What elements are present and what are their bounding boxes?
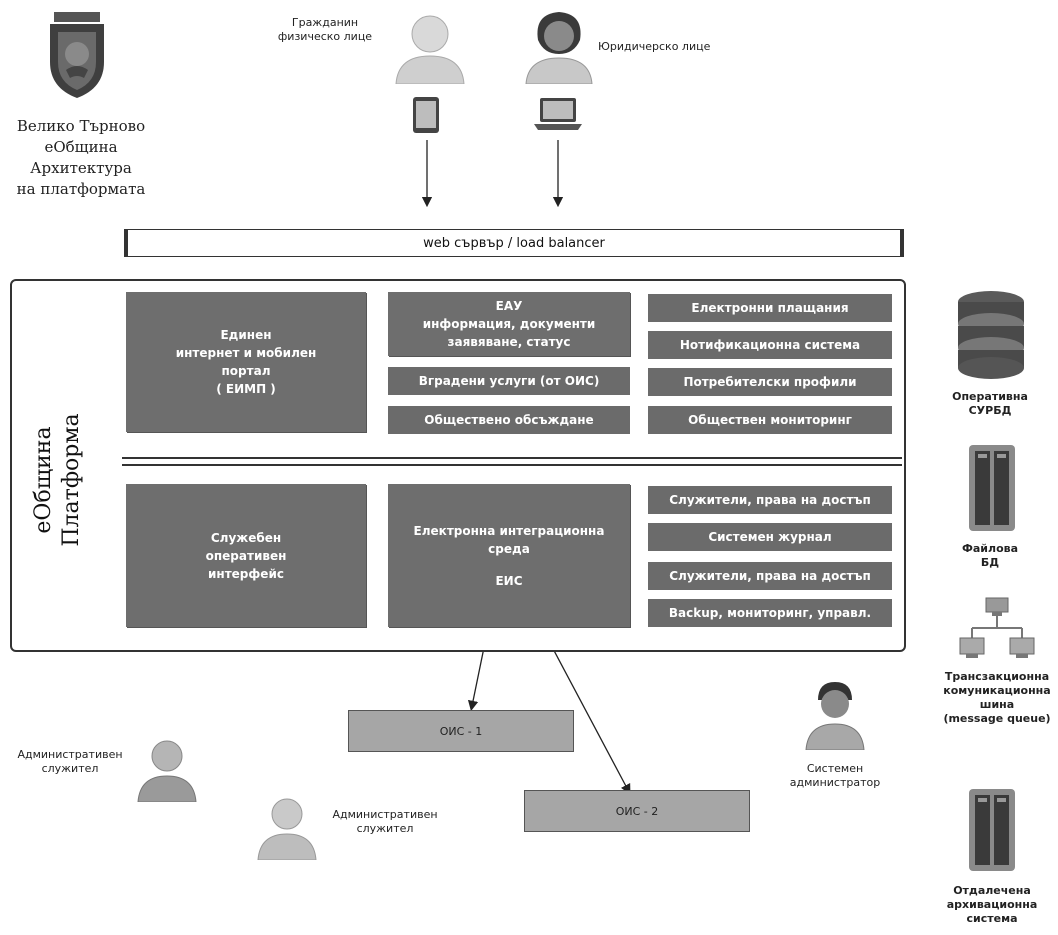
notification-box: Нотификационна система: [648, 331, 892, 359]
builtin-services-box: Вградени услуги (от ОИС): [388, 367, 630, 395]
platform-label: еОбщина Платформа: [31, 413, 84, 547]
archive-label: Отдалечена архивационна система: [946, 884, 1038, 925]
web-server-bar: web сървър / load balancer: [124, 229, 904, 257]
laptop-icon: [534, 96, 582, 132]
network-icon: [958, 594, 1038, 664]
platform-divider: [122, 457, 902, 466]
staff-access-box-2: Служители, права на достъп: [648, 562, 892, 590]
portal-box: Единен интернет и мобилен портал ( ЕИМП …: [126, 292, 366, 432]
public-discussion-box: Обществено обсъждане: [388, 406, 630, 434]
admin-clerk-2-person-icon: [256, 794, 318, 861]
database-icon: [956, 290, 1026, 380]
citizen-label: Гражданин физическо лице: [277, 16, 373, 43]
message-bus-label: Трансзакционна комуникационна шина (mess…: [943, 670, 1051, 725]
admin-clerk-1-label: Административен служител: [17, 748, 123, 775]
legal-entity-label: Юридичерско лице: [598, 40, 711, 53]
legal-entity-person-icon: [524, 8, 594, 85]
integration-environment-box: Електронна интеграционна среда ЕИС: [388, 484, 630, 627]
file-db-label: Файлова БД: [961, 542, 1019, 569]
user-profiles-box: Потребителски профили: [648, 368, 892, 396]
backup-monitoring-box: Backup, мониторинг, управл.: [648, 599, 892, 627]
tablet-icon: [412, 96, 440, 134]
public-monitoring-box: Обществен мониторинг: [648, 406, 892, 434]
sysadmin-label: Системен администратор: [789, 762, 881, 789]
diagram-title: Велико Търново еОбщина Архитектура на пл…: [16, 117, 146, 198]
admin-clerk-1-person-icon: [136, 736, 198, 803]
sysadmin-person-icon: [804, 680, 866, 751]
office-interface-box: Служебен оперативен интерфейс: [126, 484, 366, 627]
admin-clerk-2-label: Административен служител: [332, 808, 438, 835]
system-log-box: Системен журнал: [648, 523, 892, 551]
ois-1-box: ОИС - 1: [348, 710, 574, 752]
citizen-person-icon: [392, 10, 468, 85]
archive-server-icon: [968, 788, 1016, 872]
file-server-icon: [968, 444, 1016, 532]
e-payments-box: Електронни плащания: [648, 294, 892, 322]
coat-of-arms-icon: [48, 10, 106, 98]
ois-2-box: ОИС - 2: [524, 790, 750, 832]
staff-access-box-1: Служители, права на достъп: [648, 486, 892, 514]
database-label: Оперативна СУРБД: [952, 390, 1028, 417]
eau-box: ЕАУ информация, документи заявяване, ста…: [388, 292, 630, 356]
